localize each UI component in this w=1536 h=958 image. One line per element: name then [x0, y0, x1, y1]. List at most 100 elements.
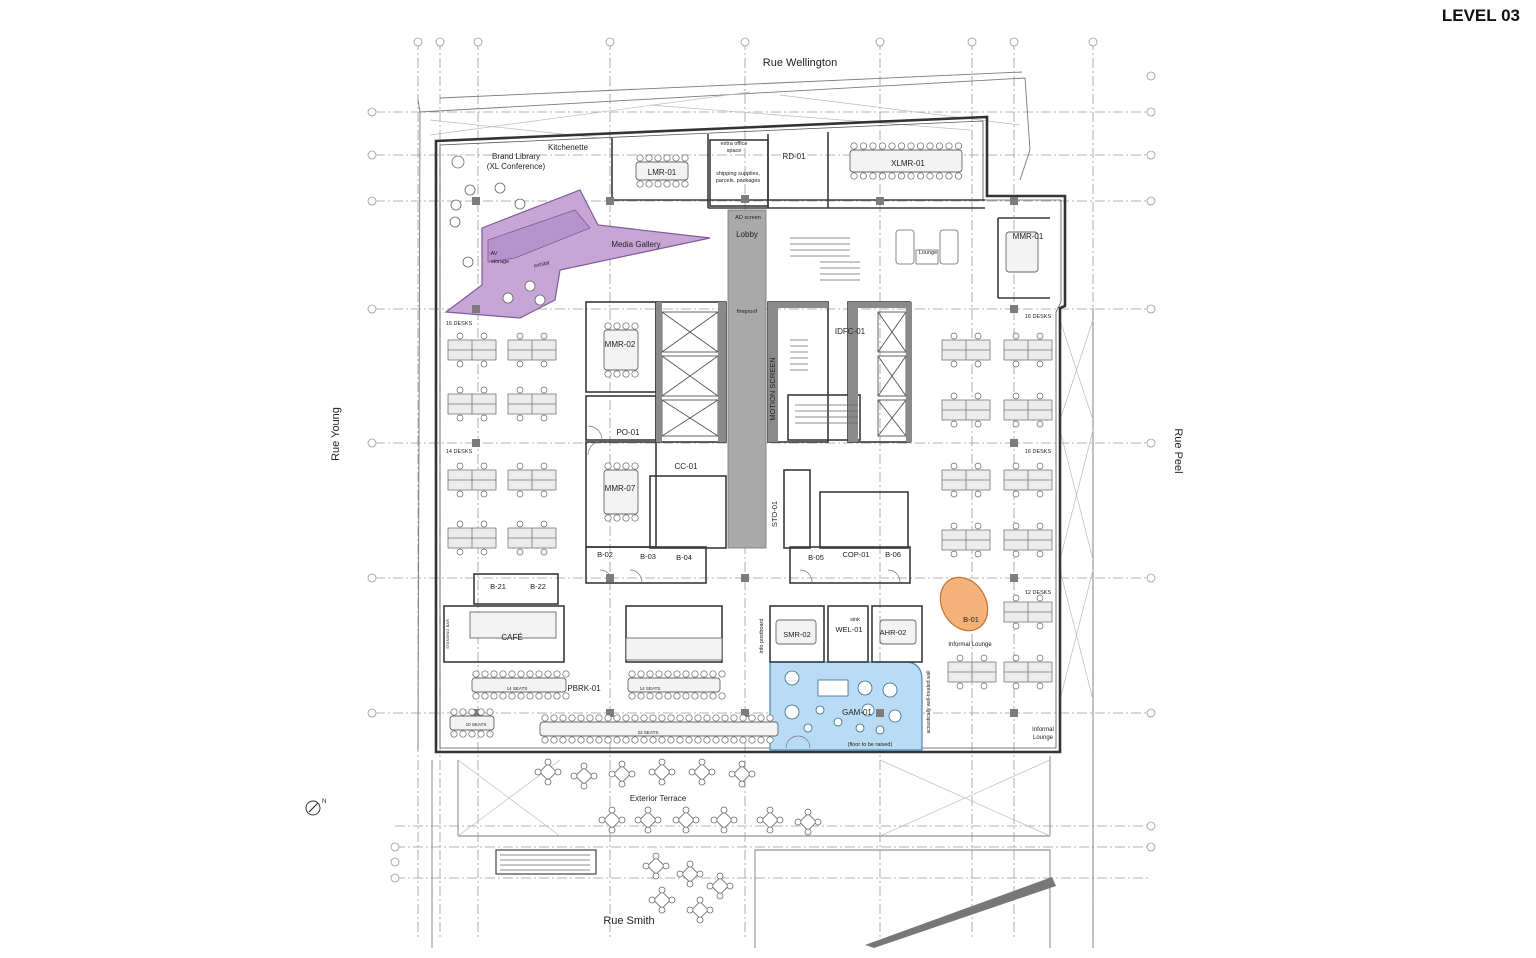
label-lounge: Lounge	[919, 250, 937, 256]
terrace-table	[612, 764, 632, 784]
terrace-chair	[692, 816, 700, 824]
desk-chair	[1012, 682, 1020, 690]
label-xlmr01: XLMR-01	[891, 159, 925, 168]
desk-chair	[540, 548, 548, 556]
desk-chair	[456, 490, 464, 498]
chair	[655, 692, 663, 700]
chair	[709, 670, 717, 678]
label-po01: PO-01	[616, 428, 640, 437]
terrace-chair	[628, 770, 636, 778]
desk-chair	[456, 360, 464, 368]
label-b21: B-21	[490, 582, 506, 591]
desk-chair	[974, 392, 982, 400]
label-desks-w: 14 DESKS	[446, 449, 473, 455]
terrace-chair	[544, 778, 552, 786]
label-mmr07: MMR-07	[605, 484, 636, 493]
terrace-table	[574, 766, 594, 786]
chair	[613, 736, 621, 744]
chair	[655, 670, 663, 678]
chair	[472, 670, 480, 678]
terrace-chair	[726, 882, 734, 890]
terrace-chair	[766, 806, 774, 814]
chair	[748, 736, 756, 744]
chair	[526, 692, 534, 700]
terrace-table	[692, 762, 712, 782]
chair	[628, 670, 636, 678]
label-motion-screen: MOTION SCREEN	[768, 357, 777, 420]
terrace-chair	[706, 882, 714, 890]
label-lmr01: LMR-01	[648, 168, 677, 177]
desk-chair	[480, 360, 488, 368]
terrace-chair	[580, 782, 588, 790]
chair	[721, 714, 729, 722]
terrace-table	[680, 864, 700, 884]
chair	[604, 736, 612, 744]
chair	[703, 714, 711, 722]
terrace-chair	[658, 758, 666, 766]
terrace-chair	[648, 896, 656, 904]
chair	[613, 714, 621, 722]
chair	[859, 142, 868, 150]
desk-chair	[974, 522, 982, 530]
terrace-table	[732, 764, 752, 784]
terrace-chair	[618, 816, 626, 824]
desk-chair	[480, 490, 488, 498]
desk-chair	[1012, 332, 1020, 340]
overhang-lines	[429, 91, 1094, 837]
chair	[685, 736, 693, 744]
terrace-chair	[716, 892, 724, 900]
desk-chair	[950, 392, 958, 400]
label-gam01: GAM-01	[842, 708, 872, 717]
label-b02: B-02	[597, 550, 613, 559]
chair	[637, 692, 645, 700]
label-shipping: shipping supplies,	[716, 171, 760, 177]
label-sto01: STO-01	[770, 501, 779, 527]
desk-chair	[1036, 622, 1044, 630]
desk-chair	[1036, 490, 1044, 498]
desk-chair	[974, 420, 982, 428]
label-desks-ne: 16 DESKS	[1025, 314, 1052, 320]
chair	[559, 736, 567, 744]
desk-chair	[516, 386, 524, 394]
chair	[721, 736, 729, 744]
chair	[568, 736, 576, 744]
desk-chair	[974, 360, 982, 368]
chair	[490, 692, 498, 700]
chair	[739, 736, 747, 744]
chair	[916, 172, 925, 180]
desk-chair	[540, 490, 548, 498]
desk-chair	[480, 520, 488, 528]
chair	[468, 730, 476, 738]
chair	[577, 736, 585, 744]
terrace-chair	[652, 852, 660, 860]
desk-chair	[516, 490, 524, 498]
terrace-table	[676, 810, 696, 830]
chair	[700, 692, 708, 700]
terrace-chair	[662, 862, 670, 870]
terrace-chair	[728, 770, 736, 778]
chair	[878, 172, 887, 180]
chair	[663, 180, 671, 188]
label-b06: B-06	[885, 550, 901, 559]
chair	[481, 692, 489, 700]
terrace-chair	[720, 826, 728, 834]
label-informal-lounge: Informal Lounge	[948, 642, 992, 648]
chair	[631, 462, 639, 470]
terrace-chair	[642, 862, 650, 870]
terrace-chair	[608, 770, 616, 778]
chair	[481, 670, 489, 678]
desk-chair	[480, 548, 488, 556]
terrace-chair	[598, 816, 606, 824]
label-informal-lounge-2b: Lounge	[1033, 735, 1054, 741]
chair	[676, 714, 684, 722]
terrace-chair	[696, 916, 704, 924]
desk-chair	[516, 548, 524, 556]
desk-chair	[1036, 522, 1044, 530]
game-room-furniture	[784, 670, 902, 735]
label-lobby: Lobby	[736, 230, 758, 239]
chair	[541, 714, 549, 722]
desk-chair	[1036, 332, 1044, 340]
label-rd01: RD-01	[782, 152, 806, 161]
chair	[878, 142, 887, 150]
